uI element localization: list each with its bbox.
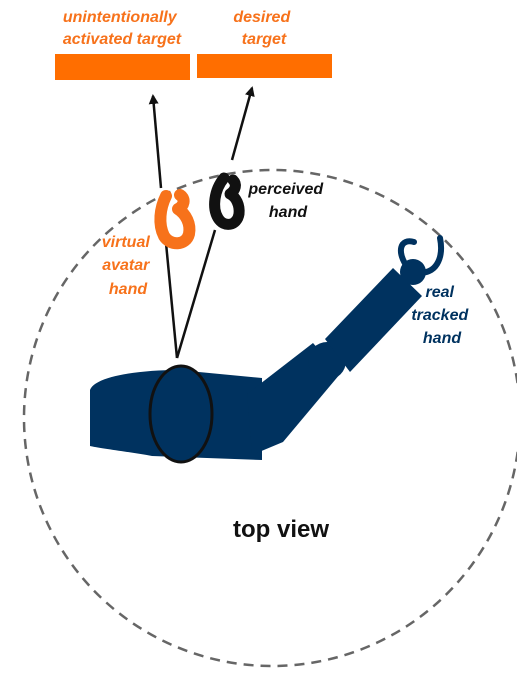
virtual-avatar-hand-label: virtual avatar hand xyxy=(102,234,154,298)
orange-hook-hand-icon xyxy=(160,195,189,243)
unintentional-target-box xyxy=(55,54,190,80)
ray-to-desired-target xyxy=(232,88,252,160)
real-tracked-hand-label: real tracked hand xyxy=(411,284,472,347)
ray-to-perceived-hand xyxy=(177,230,215,358)
head-ellipse xyxy=(150,366,212,462)
desired-target-box xyxy=(197,54,332,78)
top-view-caption: top view xyxy=(233,516,329,543)
desired-target-label: desired target xyxy=(233,9,294,48)
unintentional-target-label: unintentionally activated target xyxy=(63,9,182,48)
black-hook-hand-icon xyxy=(215,178,240,224)
ray-to-unintentional-target xyxy=(153,96,161,188)
perceived-hand-label: perceived hand xyxy=(247,181,327,221)
